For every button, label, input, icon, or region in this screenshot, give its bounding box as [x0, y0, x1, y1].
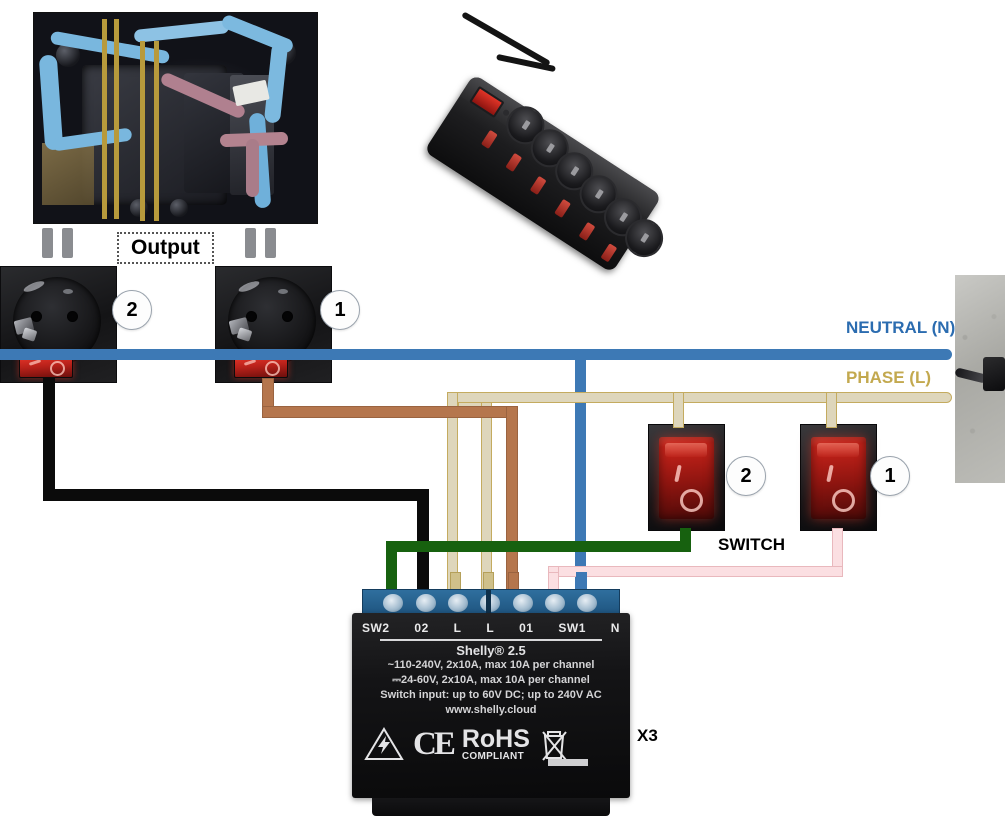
switch-group-label: SWITCH	[718, 535, 786, 554]
terminal-label-n: N	[610, 621, 620, 635]
plug-prong-right-a	[245, 228, 256, 258]
badge-outlet-2-value: 2	[126, 298, 138, 321]
outlet-module-2	[0, 266, 117, 383]
plug-prong-right-b	[265, 228, 276, 258]
switch-2-wire-drop-to-sw2	[386, 541, 397, 600]
outlet-2-rocker[interactable]	[19, 355, 73, 378]
switch-2-wire-horizontal	[386, 541, 691, 552]
device-spec-ac: ~110-240V, 2x10A, max 10A per channel	[387, 659, 595, 671]
phase-bus-label: PHASE (L)	[846, 368, 931, 387]
ce-mark-icon: CE	[413, 726, 456, 762]
rocker-switch-1[interactable]	[800, 424, 877, 531]
device-divider-rule	[380, 639, 602, 641]
outlet-1-wire-drop-to-01	[506, 406, 518, 600]
plug-prong-left-a	[42, 228, 53, 258]
device-white-bar	[548, 759, 588, 766]
terminal-label-sw1: SW1	[558, 621, 586, 635]
rohs-line-1: RoHS	[461, 724, 530, 753]
terminal-label-02: 02	[414, 621, 429, 635]
outlet-module-1	[215, 266, 332, 383]
device-url: www.shelly.cloud	[445, 704, 537, 716]
terminal-label-l2: L	[486, 621, 495, 635]
phase-feed-switch-2	[673, 392, 684, 428]
terminal-label-01: 01	[519, 621, 534, 635]
outlet-2-wire-vertical	[43, 378, 55, 500]
badge-switch-1: 1	[870, 456, 910, 496]
neutral-drop-to-n	[575, 355, 586, 600]
plug-prong-left-b	[62, 228, 73, 258]
phase-drop-to-l2	[481, 402, 492, 600]
certification-marks: CE RoHS COMPLIANT	[364, 721, 614, 767]
terminal-label-row: SW2 02 L L 01 SW1 N	[362, 621, 620, 635]
rohs-mark: RoHS COMPLIANT	[461, 724, 530, 762]
phase-feed-switch-1	[826, 392, 837, 428]
neutral-bus-horizontal	[0, 349, 952, 360]
badge-outlet-2: 2	[112, 290, 152, 330]
badge-outlet-1: 1	[320, 290, 360, 330]
badge-outlet-1-value: 1	[334, 298, 346, 321]
badge-switch-1-value: 1	[884, 464, 896, 487]
neutral-bus-label: NEUTRAL (N)	[846, 318, 956, 337]
x3-label: X3	[637, 726, 658, 745]
shelly-device-body: SW2 02 L L 01 SW1 N Shelly® 2.5 ~110-240…	[352, 613, 630, 798]
device-spec-dc: ⎓24-60V, 2x10A, max 10A per channel	[392, 674, 590, 686]
power-strip-photo	[423, 11, 708, 274]
outlet-1-wire-horizontal	[262, 406, 518, 418]
weee-bin-icon	[539, 726, 569, 762]
output-label: Output	[117, 232, 214, 264]
badge-switch-2-value: 2	[740, 464, 752, 487]
junction-box-photo	[33, 12, 318, 224]
switch-2-wire-vertical	[680, 528, 691, 550]
high-voltage-warning-icon	[364, 727, 404, 761]
switch-1-wire-horizontal	[548, 566, 843, 577]
rocker-switch-2[interactable]	[648, 424, 725, 531]
terminal-stub-n	[576, 572, 587, 602]
terminal-stub-sw2	[386, 572, 397, 602]
rohs-line-2: COMPLIANT	[461, 750, 524, 762]
terminal-label-l1: L	[453, 621, 462, 635]
shelly-device-base	[372, 798, 610, 816]
wall-plug-photo	[955, 275, 1005, 483]
shelly-terminal-block	[362, 589, 620, 616]
terminal-label-sw2: SW2	[362, 621, 390, 635]
phase-drop-to-l1	[447, 392, 458, 600]
badge-switch-2: 2	[726, 456, 766, 496]
device-brand: Shelly® 2.5	[456, 643, 526, 658]
phase-bus-horizontal	[447, 392, 952, 403]
outlet-2-wire-horizontal	[43, 489, 429, 501]
device-spec-switch-input: Switch input: up to 60V DC; up to 240V A…	[380, 689, 602, 701]
